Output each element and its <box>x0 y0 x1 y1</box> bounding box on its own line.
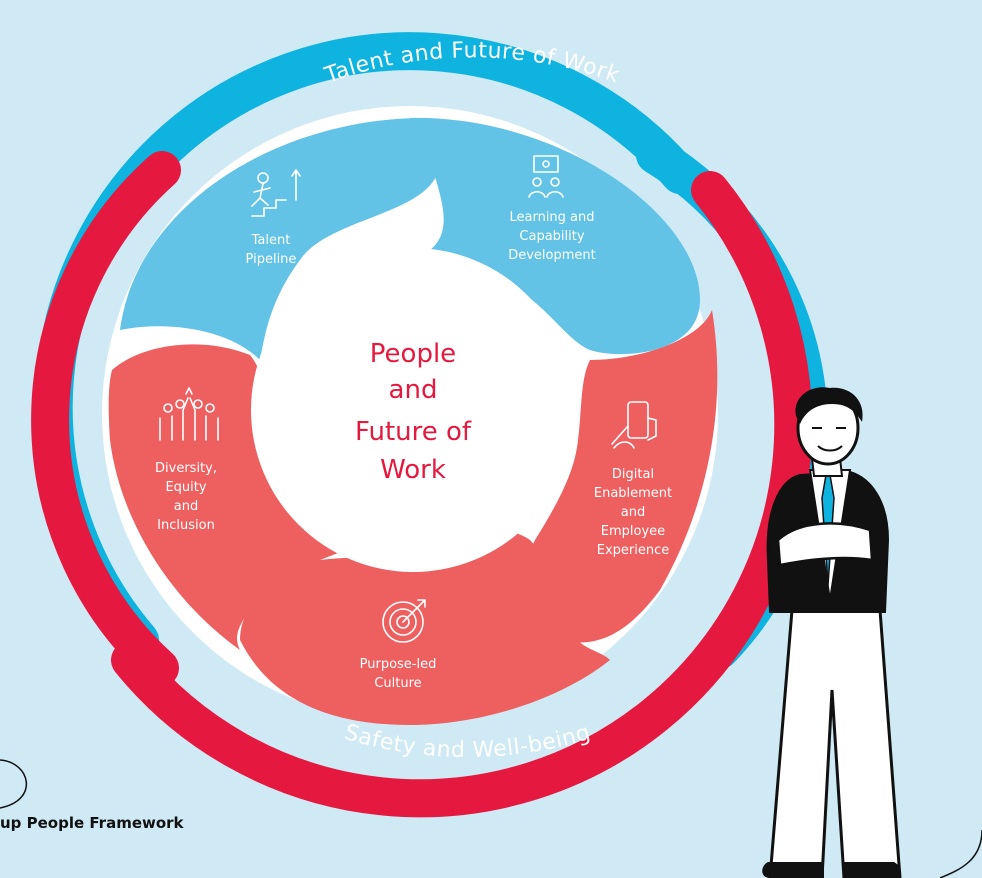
digital-line-3: and <box>621 505 645 520</box>
corner-curve-right <box>939 829 982 878</box>
center-line-1: People <box>370 339 456 369</box>
diversity-line-2: Equity <box>165 480 206 495</box>
stairs-climber-icon <box>251 169 301 217</box>
segment-talent-pipeline <box>120 118 445 360</box>
talent-pipeline-line-2: Pipeline <box>246 252 297 267</box>
segment-learning <box>410 117 700 355</box>
digital-line-5: Experience <box>597 543 670 558</box>
corner-curve-left <box>0 759 28 809</box>
center-line-4: Work <box>380 455 446 485</box>
digital-line-1: Digital <box>612 467 654 482</box>
talent-pipeline-line-1: Talent <box>251 233 291 248</box>
diversity-line-1: Diversity, <box>155 461 217 476</box>
culture-line-2: Culture <box>374 676 421 691</box>
center-circle <box>251 248 575 572</box>
digital-line-2: Enablement <box>594 486 672 501</box>
diversity-line-3: and <box>174 499 198 514</box>
learning-line-1: Learning and <box>509 210 594 225</box>
businessman-illustration <box>762 387 902 878</box>
target-arrow-icon <box>382 599 426 643</box>
segment-digital <box>523 310 718 643</box>
presentation-audience-icon <box>528 155 564 198</box>
red-left-ring <box>31 151 181 687</box>
learning-line-3: Development <box>508 248 596 263</box>
diversity-line-4: Inclusion <box>157 518 215 533</box>
hand-phone-icon <box>611 401 657 449</box>
center-line-2: and <box>389 375 438 405</box>
raised-hands-group-icon <box>159 387 219 441</box>
framework-caption: up People Framework <box>0 814 185 832</box>
red-outer-ring <box>111 171 813 818</box>
center-line-3: Future of <box>355 417 472 447</box>
learning-line-2: Capability <box>519 229 584 244</box>
segment-culture <box>240 528 610 725</box>
culture-line-1: Purpose-led <box>360 657 437 672</box>
digital-line-4: Employee <box>601 524 665 539</box>
